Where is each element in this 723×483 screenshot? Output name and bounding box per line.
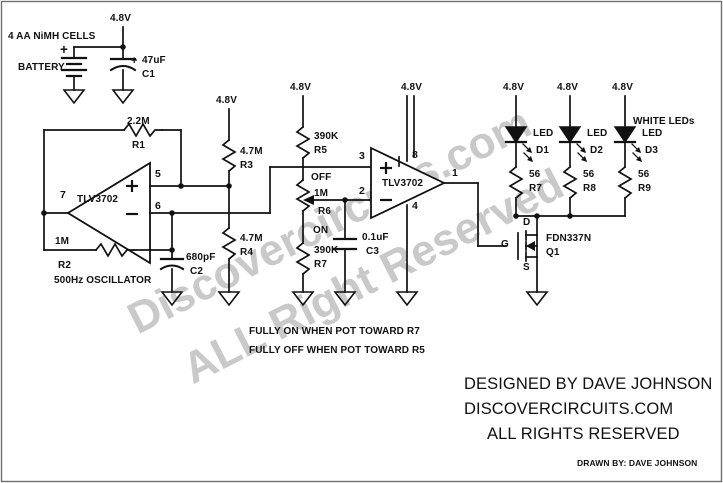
r3-ref: R3 (240, 160, 253, 171)
r5-ref: R5 (314, 145, 327, 156)
credit-site: DISCOVERCIRCUITS.COM (464, 400, 674, 418)
c3-value: 0.1uF (362, 232, 389, 243)
u1b-pin-1: 1 (452, 167, 458, 179)
r1-value: 2.2M (127, 116, 150, 127)
r4-ref: R4 (240, 247, 253, 258)
d2-type: LED (587, 128, 608, 139)
q1-drain-label: D (523, 217, 531, 228)
white-leds-label: WHITE LEDs (633, 116, 695, 127)
note-fully-off: FULLY OFF WHEN POT TOWARD R5 (249, 345, 425, 356)
r9-value: 56 (638, 169, 650, 180)
r3-value: 4.7M (240, 146, 263, 157)
c3-ref: C3 (366, 246, 379, 257)
u1b-part-label: TLV3702 (382, 178, 424, 189)
c2-value: 680pF (186, 252, 216, 263)
oscillator-label: 500Hz OSCILLATOR (54, 275, 152, 286)
r8-ref: R8 (583, 183, 596, 194)
u1a-pin-6: 6 (155, 200, 161, 212)
r9-ref: R9 (638, 183, 651, 194)
r7-pot-value: 390K (314, 245, 339, 256)
c1-plus-sign: + (131, 55, 138, 67)
d1-type: LED (533, 128, 554, 139)
d1-ref: D1 (536, 145, 549, 156)
r7-led-value: 56 (529, 169, 541, 180)
battery-label: BATTERY (18, 62, 65, 73)
c2-ref: C2 (190, 266, 203, 277)
r2-ref: R2 (58, 260, 71, 271)
c1-ref: C1 (142, 69, 155, 80)
c1-value: 47uF (142, 55, 166, 66)
r7-pot-ref: R7 (314, 259, 327, 270)
d3-ref: D3 (645, 145, 658, 156)
r5-value: 390K (314, 131, 339, 142)
d2-ref: D2 (590, 145, 603, 156)
q1-source-label: S (523, 262, 530, 273)
u1b-pin-4: 4 (412, 200, 418, 212)
u1b-pin-8: 8 (412, 149, 418, 161)
u1b-pin-3: 3 (359, 150, 365, 162)
battery-plus-sign: + (60, 42, 68, 57)
q1-part-label: FDN337N (546, 233, 592, 244)
credit-designer: DESIGNED BY DAVE JOHNSON (464, 375, 713, 393)
rail-voltage-u1b: 4.8V (401, 82, 422, 93)
u1a-pin-7: 7 (60, 189, 66, 201)
u1a-part-label: TLV3702 (77, 194, 119, 205)
pot-off-label: OFF (311, 172, 332, 183)
battery-cells-label: 4 AA NiMH CELLS (8, 31, 96, 42)
r6-value: 1M (314, 188, 329, 199)
rail-voltage-d1: 4.8V (503, 82, 524, 93)
r8-value: 56 (583, 169, 595, 180)
rail-voltage-d3: 4.8V (612, 82, 633, 93)
u1a-pin-5: 5 (155, 168, 161, 180)
d3-type: LED (642, 128, 663, 139)
pot-on-label: ON (313, 225, 329, 236)
r4-value: 4.7M (240, 233, 263, 244)
note-fully-on: FULLY ON WHEN POT TOWARD R7 (249, 326, 420, 337)
r2-value: 1M (55, 236, 70, 247)
rail-voltage-c1: 4.8V (110, 13, 131, 24)
credit-rights: ALL RIGHTS RESERVED (487, 425, 680, 443)
credit-drawn-by: DRAWN BY: DAVE JOHNSON (577, 458, 698, 468)
rail-voltage-r5: 4.8V (290, 82, 311, 93)
r7-led-ref: R7 (529, 183, 542, 194)
r1-ref: R1 (132, 140, 145, 151)
r6-ref: R6 (318, 206, 331, 217)
q1-ref: Q1 (546, 247, 560, 258)
rail-voltage-d2: 4.8V (557, 82, 578, 93)
q1-gate-label: G (501, 239, 509, 250)
u1b-pin-2: 2 (359, 185, 365, 197)
rail-voltage-r3: 4.8V (216, 95, 237, 106)
